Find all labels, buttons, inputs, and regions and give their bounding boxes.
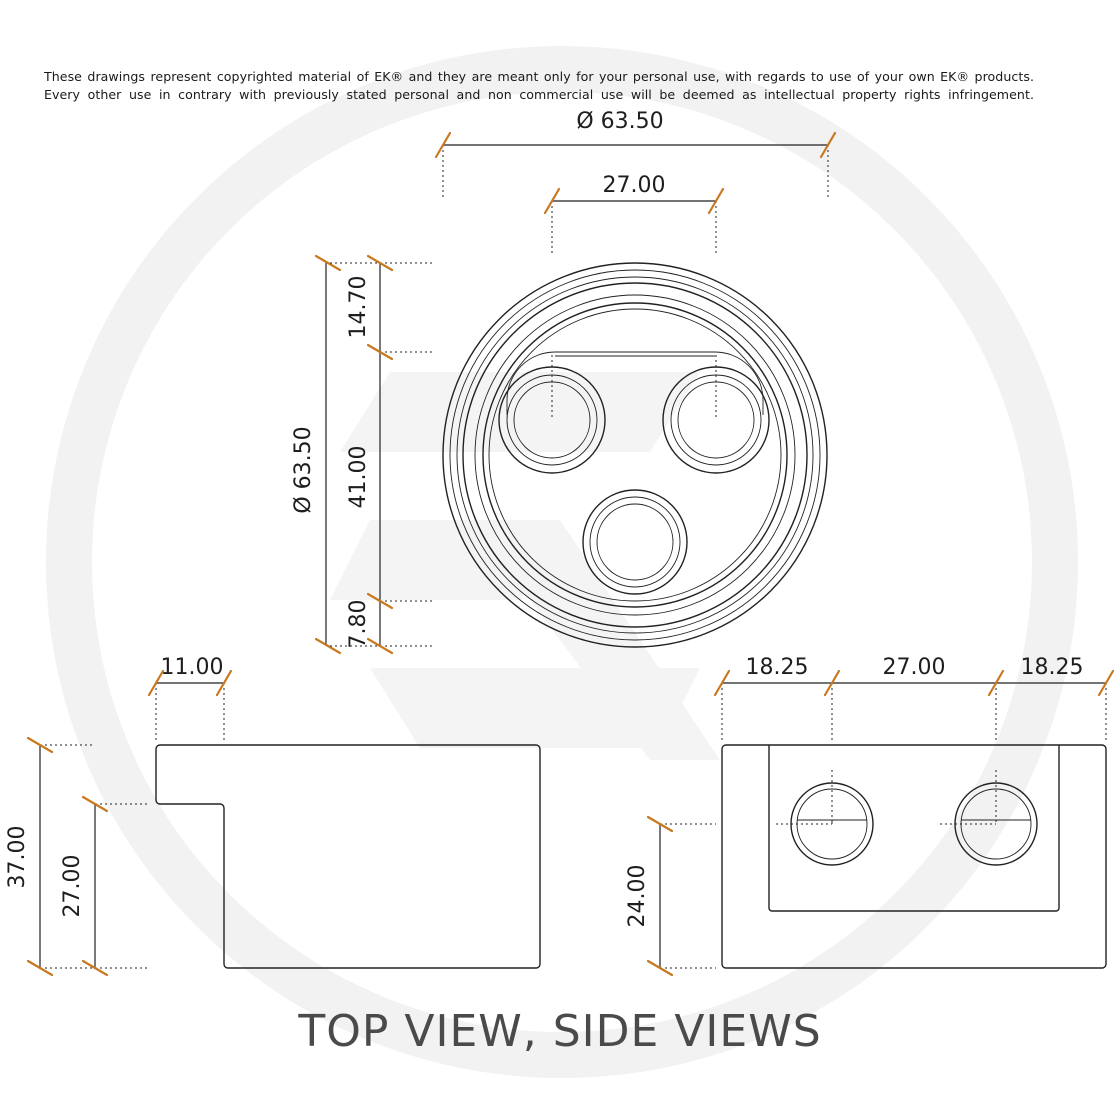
label-top-port-spacing: 27.00 [603,173,666,198]
dimension-side-step-height: 27.00 [60,795,150,977]
label-left-bottom-offset: 7.80 [346,600,371,649]
label-left-diameter: Ø 63.50 [291,426,316,513]
front-port-right [940,770,1038,866]
label-front-port-spacing: 27.00 [883,655,946,680]
dimension-top-port-spacing: 27.00 [543,173,725,255]
copyright-line-1: These drawings represent copyrighted mat… [44,69,1034,84]
label-left-middle: 41.00 [346,446,371,509]
dimension-side-step-width: 11.00 [147,655,233,740]
dimension-left-diameter: Ø 63.50 [291,254,342,655]
port-bottom [582,489,688,595]
label-front-right-offset: 18.25 [1021,655,1084,680]
watermark-logo [46,46,1078,1078]
top-view [442,262,828,648]
drawing-caption: TOP VIEW, SIDE VIEWS [298,1006,822,1057]
port-right [662,366,770,474]
label-front-left-offset: 18.25 [746,655,809,680]
dimension-top-diameter: Ø 63.50 [434,109,837,200]
label-side-step-width: 11.00 [161,655,224,680]
copyright-line-2: Every other use in contrary with previou… [44,87,1034,102]
front-view [721,744,1107,969]
dimension-front-port-height: 24.00 [625,815,716,977]
label-side-total-height: 37.00 [5,826,30,889]
label-top-diameter: Ø 63.50 [576,109,663,134]
front-port-left [776,770,874,866]
label-side-step-height: 27.00 [60,855,85,918]
label-left-top-offset: 14.70 [346,276,371,339]
label-front-port-height: 24.00 [625,865,650,928]
dimension-left-stack: 14.70 41.00 7.80 [330,254,435,655]
side-view [155,744,541,969]
dimension-front-widths: 18.25 27.00 18.25 [713,655,1115,740]
copyright-notice: These drawings represent copyrighted mat… [44,68,1034,104]
